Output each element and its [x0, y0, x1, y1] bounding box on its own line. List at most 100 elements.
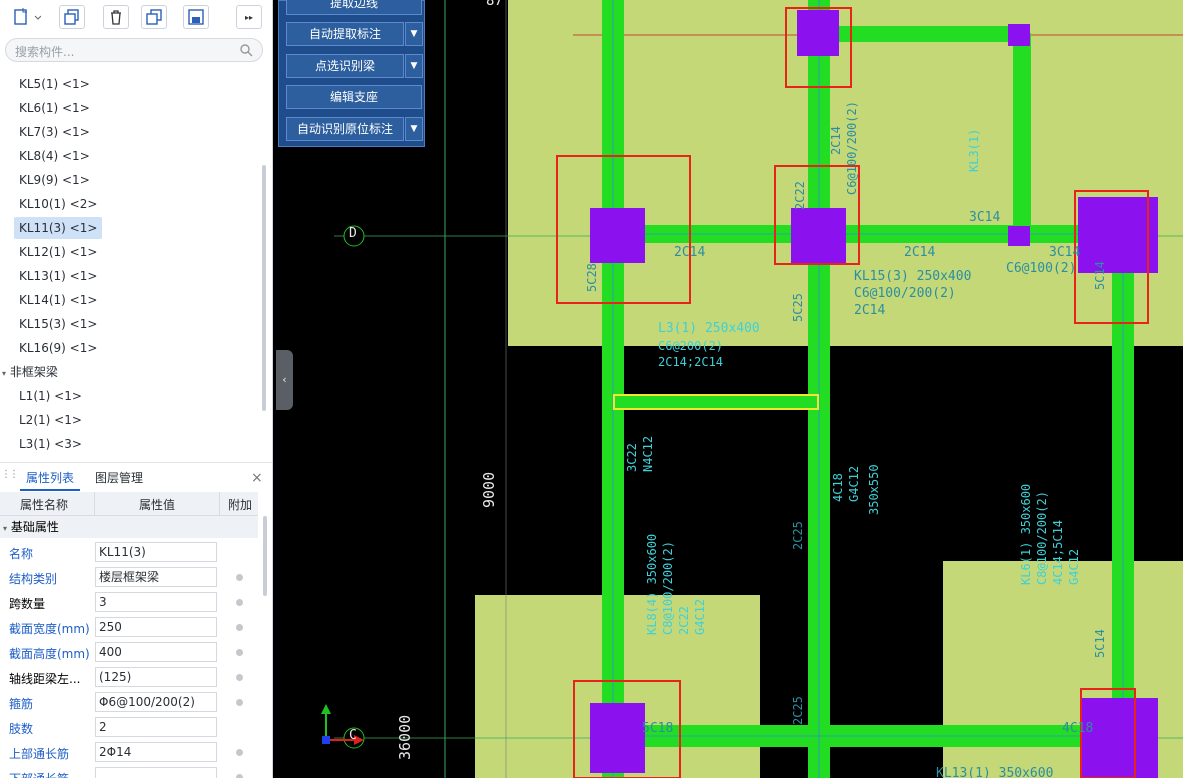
property-value-field[interactable]	[95, 767, 217, 778]
property-row[interactable]: 截面高度(mm) 400	[0, 640, 258, 665]
tree-item[interactable]: KL12(1) <1>	[19, 245, 98, 259]
new-file-icon	[14, 8, 41, 25]
dot-icon[interactable]	[236, 574, 243, 581]
cad-drawing[interactable]	[274, 0, 1183, 778]
tree-item[interactable]: KL8(4) <1>	[19, 149, 90, 163]
property-row[interactable]: 结构类别楼层框架梁	[0, 565, 258, 590]
property-name: 截面高度(mm)	[9, 647, 90, 661]
dot-icon[interactable]	[236, 624, 243, 631]
cad-annotation: 2C22	[793, 181, 807, 210]
edit-support-button[interactable]: 编辑支座	[286, 85, 422, 109]
chevron-left-icon: ‹	[282, 373, 287, 386]
tree-item[interactable]: KL6(1) <1>	[19, 101, 90, 115]
cad-annotation: 2C14	[904, 245, 936, 260]
cad-annotation: D	[349, 226, 357, 241]
cad-annotation: C6@100/200(2)	[845, 101, 859, 195]
delete-button[interactable]	[103, 5, 129, 29]
property-value-field[interactable]: Φ6@100/200(2)	[95, 692, 217, 712]
search-icon[interactable]	[239, 43, 253, 57]
tree-group-non-frame-beam[interactable]: ▾ 非框架梁	[0, 361, 58, 383]
property-row[interactable]: 跨数量 3	[0, 590, 258, 615]
property-row[interactable]: 名称 KL11(3)	[0, 540, 258, 565]
cad-annotation: 2C22	[677, 606, 691, 635]
cad-annotation: C8@100/200(2)	[661, 541, 675, 635]
close-icon[interactable]: ×	[251, 470, 263, 486]
tree-item[interactable]: KL16(9) <1>	[19, 341, 98, 355]
dot-icon[interactable]	[236, 749, 243, 756]
cad-annotation: 5C28	[585, 263, 599, 292]
tree-item-selected[interactable]: KL11(3) <1>	[14, 217, 103, 239]
property-row[interactable]: 下部通长筋	[0, 765, 258, 778]
cad-annotation: 2C25	[791, 696, 805, 725]
chevron-down-icon[interactable]: ▾	[3, 524, 8, 533]
save-component-button[interactable]	[183, 5, 209, 29]
cad-annotation: C8@100/200(2)	[1035, 491, 1049, 585]
copy-button[interactable]	[59, 5, 85, 29]
cad-annotation: L3(1) 250x400	[658, 321, 760, 336]
properties-tabs: ⋮⋮ 属性列表 图层管理 ×	[0, 462, 272, 491]
more-icon: ▸▸	[244, 12, 254, 22]
tree-item[interactable]: KL9(9) <1>	[19, 173, 90, 187]
search-box[interactable]: 搜索构件...	[5, 38, 263, 62]
property-row[interactable]: 轴线距梁左...(125)	[0, 665, 258, 690]
collapse-panel-button[interactable]: ‹	[276, 350, 293, 410]
property-value-field[interactable]: 2	[95, 717, 217, 737]
extract-edge-button[interactable]: 提取边线	[286, 0, 422, 15]
chevron-down-icon[interactable]: ▼	[405, 22, 423, 46]
tree-scrollbar[interactable]	[262, 165, 266, 411]
tree-item[interactable]: KL7(3) <1>	[19, 125, 90, 139]
tree-item[interactable]: KL14(1) <1>	[19, 293, 98, 307]
selection-highlights	[556, 7, 1149, 778]
cad-annotation: N4C12	[641, 435, 655, 472]
property-value-field[interactable]: (125)	[95, 667, 217, 687]
auto-extract-annotation-button[interactable]: 自动提取标注	[286, 22, 404, 46]
search-input[interactable]: 搜索构件...	[15, 45, 75, 59]
property-value-field[interactable]: 2Φ14	[95, 742, 217, 762]
property-row[interactable]: 截面宽度(mm)250	[0, 615, 258, 640]
tab-layers[interactable]: 图层管理	[95, 471, 144, 485]
cad-annotation: 5C18	[642, 721, 674, 736]
property-name: 跨数量	[9, 597, 46, 611]
more-button[interactable]: ▸▸	[236, 5, 262, 29]
cad-annotation: KL6(1) 350x600	[1019, 483, 1033, 585]
pick-identify-beam-button[interactable]: 点选识别梁	[286, 54, 404, 78]
dot-icon[interactable]	[236, 649, 243, 656]
tab-properties[interactable]: 属性列表	[20, 467, 81, 491]
tree-item[interactable]: KL5(1) <1>	[19, 77, 90, 91]
property-value-field[interactable]: 3	[95, 592, 217, 612]
chevron-down-icon[interactable]: ▾	[2, 369, 7, 378]
drag-handle-icon[interactable]: ⋮⋮	[1, 469, 19, 480]
axis-bubble-d[interactable]	[343, 225, 365, 247]
chevron-down-icon[interactable]: ▼	[405, 117, 423, 141]
tree-item[interactable]: L3(1) <3>	[19, 437, 82, 451]
section-basic[interactable]: ▾ 基础属性	[0, 516, 258, 538]
props-scrollbar[interactable]	[263, 516, 267, 596]
dot-icon[interactable]	[236, 674, 243, 681]
property-value-field[interactable]: 楼层框架梁	[95, 567, 217, 587]
tree-item[interactable]: L2(1) <1>	[19, 413, 82, 427]
property-value-field[interactable]: KL11(3)	[95, 542, 217, 562]
tree-item[interactable]: L1(1) <1>	[19, 389, 82, 403]
new-button[interactable]	[7, 5, 45, 29]
auto-identify-in-situ-button[interactable]: 自动识别原位标注	[286, 117, 404, 141]
property-value-field[interactable]: 250	[95, 617, 217, 637]
dot-icon[interactable]	[236, 699, 243, 706]
property-value-field[interactable]: 400	[95, 642, 217, 662]
tree-item[interactable]: KL13(1) <1>	[19, 269, 98, 283]
cad-annotation: C6@200(2)	[658, 339, 724, 353]
tree-item[interactable]: KL15(3) <1>	[19, 317, 98, 331]
section-label: 基础属性	[10, 520, 59, 534]
dot-icon[interactable]	[236, 774, 243, 778]
duplicate-button[interactable]	[141, 5, 167, 29]
cad-annotation: 2C14	[674, 245, 706, 260]
col-header-value: 属性值	[139, 498, 176, 512]
property-name: 名称	[9, 547, 34, 561]
dot-icon[interactable]	[236, 599, 243, 606]
chevron-down-icon[interactable]: ▼	[405, 54, 423, 78]
tree-item[interactable]: KL10(1) <2>	[19, 197, 98, 211]
beam-l3-selected[interactable]	[613, 394, 819, 410]
